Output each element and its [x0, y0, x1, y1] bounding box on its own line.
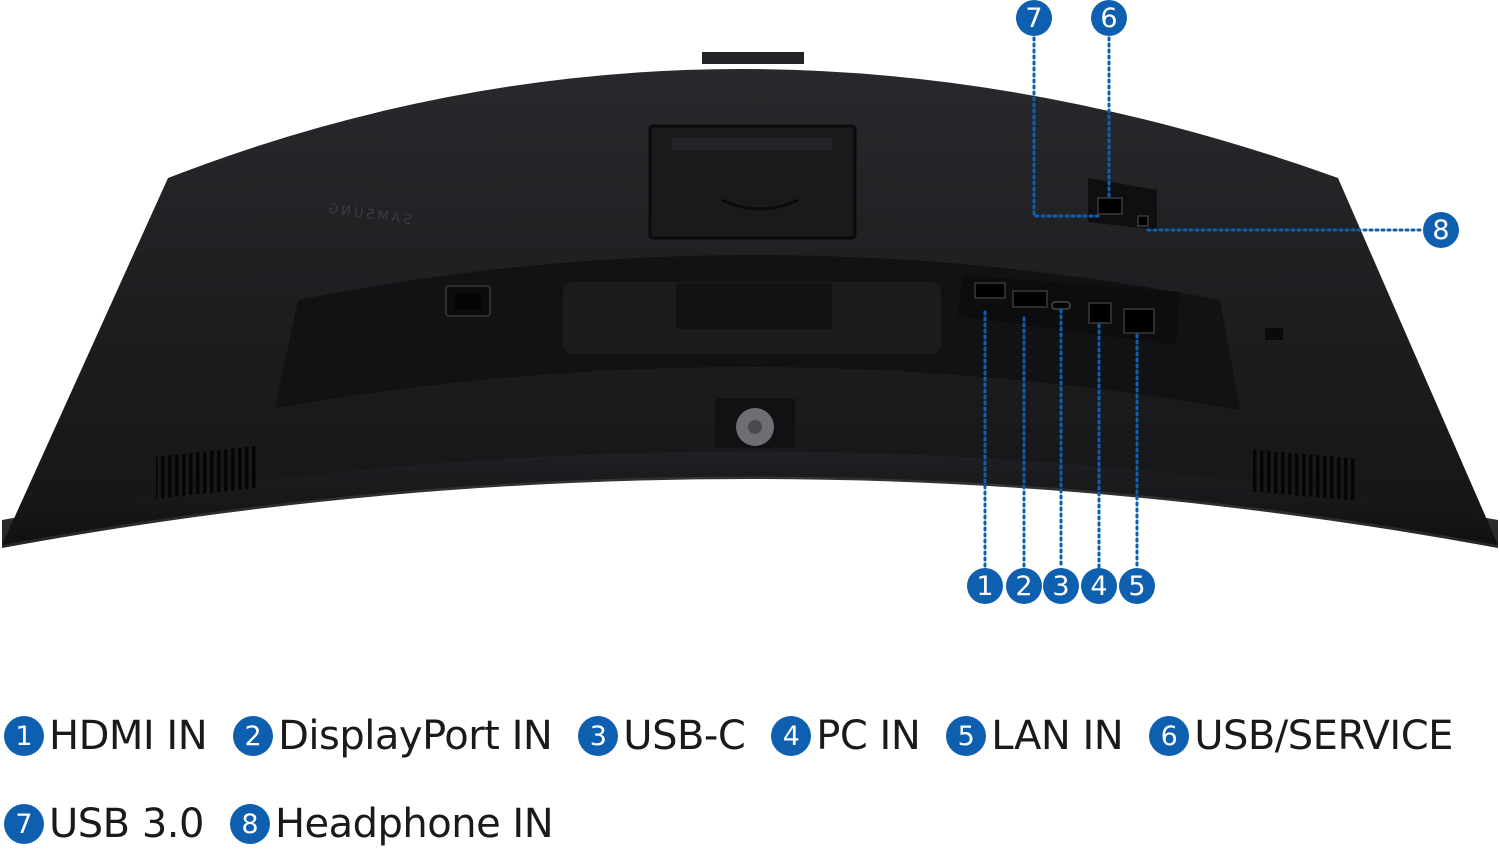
legend-label: USB/SERVICE: [1194, 713, 1453, 759]
legend-label: DisplayPort IN: [278, 713, 553, 759]
callout-badge-3: 3: [1043, 568, 1079, 604]
legend-row-2: 7 USB 3.0 8 Headphone IN: [4, 801, 554, 847]
legend-item-headphone: 8 Headphone IN: [229, 801, 554, 847]
callout-number: 8: [1432, 214, 1450, 246]
legend-badge: 2: [233, 716, 274, 756]
legend-label: Headphone IN: [274, 801, 554, 847]
callout-number: 6: [1100, 2, 1118, 34]
legend-label: USB-C: [623, 713, 746, 759]
callout-badge-4: 4: [1081, 568, 1117, 604]
callout-badge-5: 5: [1119, 568, 1155, 604]
lan-port: [1123, 308, 1155, 334]
callout-badge-8: 8: [1423, 212, 1459, 248]
top-tab: [702, 52, 804, 64]
monitor-bottom-lip: [2, 451, 1498, 548]
callout-lines: [983, 36, 1425, 570]
speaker-vent-right: [1253, 449, 1358, 501]
callout-badge-6: 6: [1091, 0, 1127, 36]
legend-badge: 7: [4, 804, 44, 844]
callout-number: 3: [1052, 570, 1070, 602]
callout-badge-1: 1: [967, 568, 1003, 604]
legend-badge: 6: [1149, 716, 1190, 756]
legend-badge: 3: [578, 716, 619, 756]
legend-item-usb-c: 3 USB-C: [578, 713, 746, 759]
usb-service-port: [1097, 197, 1123, 215]
legend-item-usb-3: 7 USB 3.0: [4, 801, 204, 847]
legend-item-displayport: 2 DisplayPort IN: [233, 713, 553, 759]
callout-number: 7: [1025, 2, 1043, 34]
speaker-vent-left: [156, 446, 256, 499]
hdmi-port: [974, 282, 1006, 299]
headphone-port: [1137, 215, 1149, 227]
stand-mount: [648, 124, 857, 240]
usb-c-port: [1051, 301, 1071, 310]
legend-item-lan-in: 5 LAN IN: [946, 713, 1124, 759]
legend-item-usb-service: 6 USB/SERVICE: [1149, 713, 1453, 759]
legend-label: PC IN: [816, 713, 921, 759]
legend-row-1: 1 HDMI IN 2 DisplayPort IN 3 USB-C 4 PC …: [4, 713, 1453, 759]
callout-number: 4: [1090, 570, 1108, 602]
legend-badge: 8: [229, 804, 270, 844]
legend-label: HDMI IN: [49, 713, 208, 759]
callout-badge-2: 2: [1006, 568, 1042, 604]
legend-item-hdmi: 1 HDMI IN: [4, 713, 208, 759]
security-slot: [1265, 328, 1283, 340]
callout-number: 5: [1128, 570, 1146, 602]
usb-b-port: [1088, 302, 1112, 324]
callout-number: 1: [976, 570, 994, 602]
legend-label: USB 3.0: [49, 801, 204, 847]
legend-badge: 5: [946, 716, 987, 756]
callout-badge-7: 7: [1016, 0, 1052, 36]
legend-label: LAN IN: [991, 713, 1124, 759]
legend-badge: 4: [771, 716, 812, 756]
displayport-port: [1012, 290, 1048, 308]
callout-number: 2: [1015, 570, 1033, 602]
legend-item-pc-in: 4 PC IN: [771, 713, 921, 759]
legend-badge: 1: [4, 716, 44, 756]
